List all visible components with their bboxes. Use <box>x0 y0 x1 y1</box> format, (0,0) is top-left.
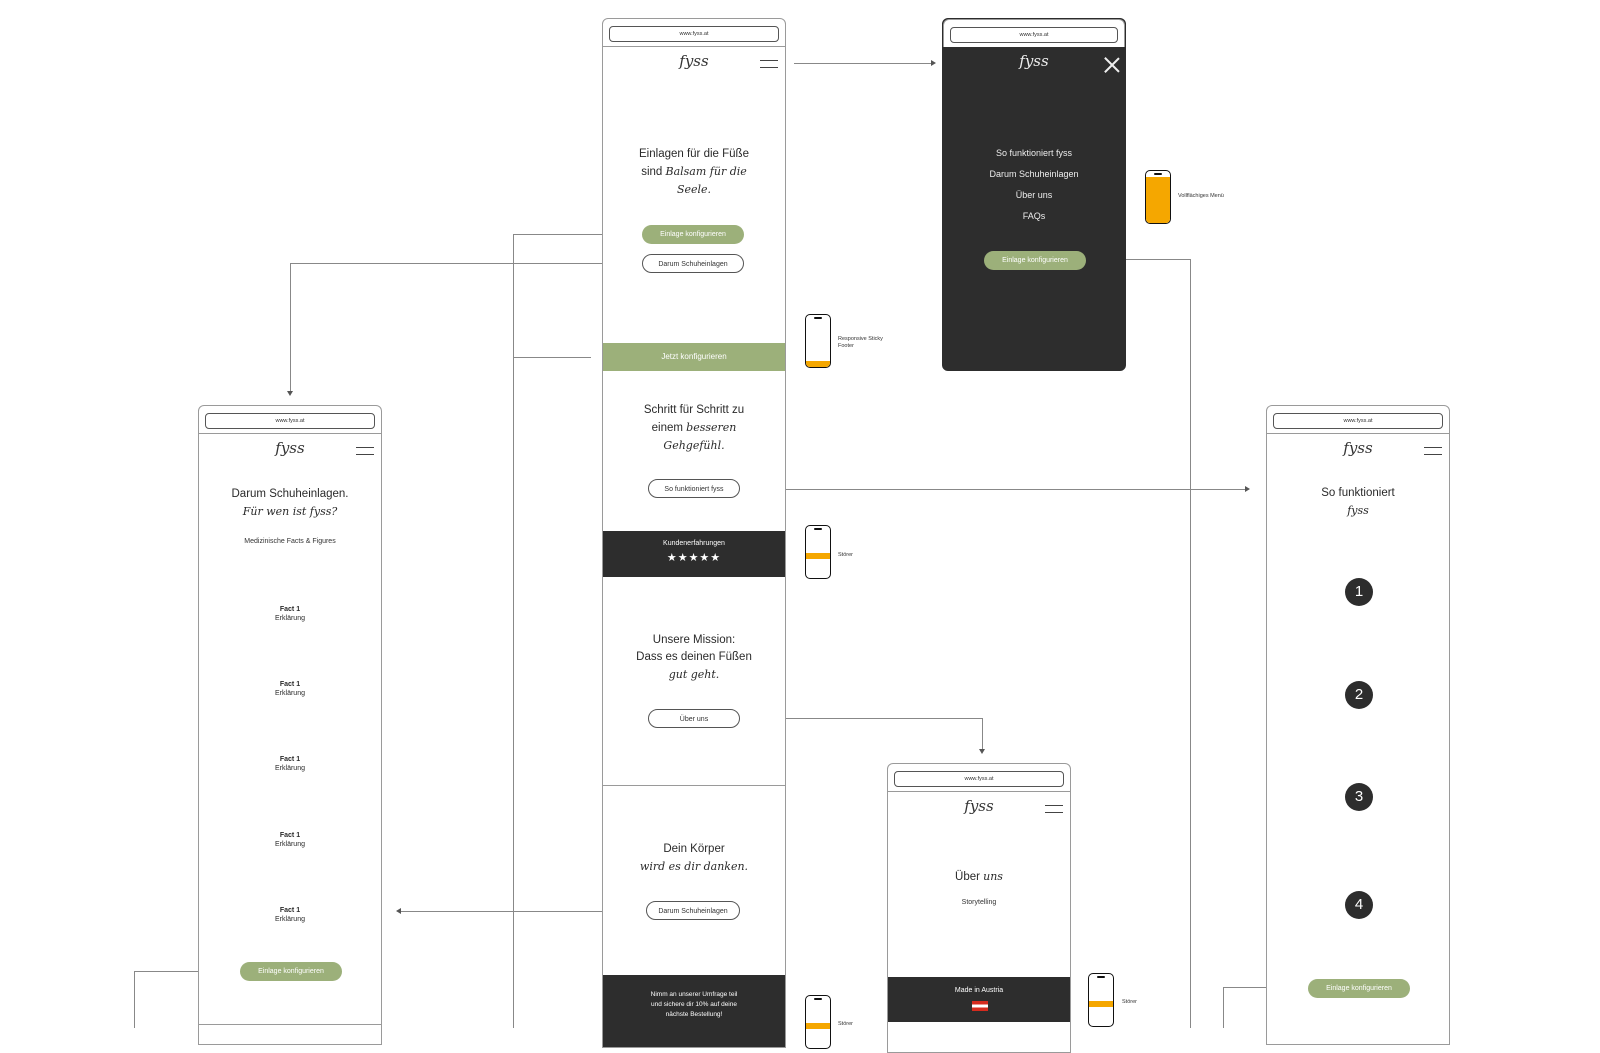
step-3-badge: 3 <box>1345 783 1373 811</box>
about-us-button[interactable]: Über uns <box>648 709 740 728</box>
hamburger-menu-icon[interactable] <box>356 447 374 455</box>
stoerer-phone-icon-2 <box>1088 973 1114 1027</box>
hamburger-menu-icon[interactable] <box>1045 805 1063 813</box>
steps-headline: Schritt für Schritt zu einem besseren Ge… <box>643 404 745 452</box>
browser-divider <box>199 433 381 434</box>
how-it-works-button[interactable]: So funktioniert fyss <box>648 479 740 498</box>
step-1-badge: 1 <box>1345 578 1373 606</box>
page-title: So funktioniert fyss <box>1321 487 1395 517</box>
logo[interactable]: fyss <box>679 52 709 70</box>
url-bar[interactable]: www.fyss.at <box>1273 413 1443 429</box>
configure-button[interactable]: Einlage konfigurieren <box>240 962 342 981</box>
menu-note: Vollflächiges Menü <box>1178 193 1224 199</box>
section-divider <box>199 1024 381 1025</box>
how-it-works-screen: www.fyss.at fyss So funktioniert fyss 1 … <box>1266 405 1450 1045</box>
menu-item-about[interactable]: Über uns <box>1015 190 1053 200</box>
survey-banner[interactable]: Nimm an unserer Umfrage teil und sichere… <box>603 975 785 1047</box>
why-insoles-button-2[interactable]: Darum Schuheinlagen <box>646 901 740 920</box>
browser-divider <box>1267 433 1449 434</box>
browser-divider <box>888 791 1070 792</box>
browser-divider <box>603 46 785 47</box>
austria-flag-icon <box>972 1001 988 1011</box>
menu-item-how[interactable]: So funktioniert fyss <box>995 148 1073 158</box>
body-headline: Dein Körper wird es dir danken. <box>639 843 749 873</box>
logo[interactable]: fyss <box>1019 52 1049 70</box>
logo[interactable]: fyss <box>1343 439 1373 457</box>
section-divider <box>603 785 785 786</box>
logo[interactable]: fyss <box>964 797 994 815</box>
url-bar[interactable]: www.fyss.at <box>894 771 1064 787</box>
made-in-austria-banner: Made in Austria <box>888 977 1070 1022</box>
configure-button[interactable]: Einlage konfigurieren <box>642 225 744 244</box>
page-title: Über uns <box>955 870 1003 883</box>
stoerer-note-3: Störer <box>838 1021 853 1027</box>
stoerer-note: Störer <box>838 552 853 558</box>
stoerer-phone-icon <box>805 525 831 579</box>
stoerer-phone-icon-3 <box>805 995 831 1049</box>
step-4-badge: 4 <box>1345 891 1373 919</box>
reviews-banner: Kundenerfahrungen ★★★★★ <box>603 531 785 577</box>
page-title: Darum Schuheinlagen. Für wen ist fyss? <box>231 488 349 518</box>
configure-button[interactable]: Einlage konfigurieren <box>984 251 1086 270</box>
reviews-title: Kundenerfahrungen <box>663 540 725 547</box>
hero-headline: Einlagen für die Füße sind Balsam für di… <box>639 148 749 196</box>
logo[interactable]: fyss <box>275 439 305 457</box>
why-insoles-screen: www.fyss.at fyss Darum Schuheinlagen. Fü… <box>198 405 382 1045</box>
menu-phone-icon <box>1145 170 1171 224</box>
page-subtitle: Medizinische Facts & Figures <box>244 538 336 545</box>
sticky-footer-note: Responsive Sticky Footer <box>838 336 883 349</box>
why-insoles-button[interactable]: Darum Schuheinlagen <box>642 254 744 273</box>
page-subtitle: Storytelling <box>961 899 997 906</box>
hamburger-menu-icon[interactable] <box>760 60 778 68</box>
rating-stars-icon: ★★★★★ <box>666 552 722 564</box>
step-2-badge: 2 <box>1345 681 1373 709</box>
sticky-footer[interactable]: Jetzt konfigurieren <box>603 343 785 371</box>
home-screen: www.fyss.at fyss Einlagen für die Füße s… <box>602 18 786 1048</box>
menu-screen: www.fyss.at fyss So funktioniert fyss Da… <box>942 18 1126 371</box>
sticky-footer-phone-icon <box>805 314 831 368</box>
url-bar[interactable]: www.fyss.at <box>950 27 1118 43</box>
about-us-screen: www.fyss.at fyss Über uns Storytelling M… <box>887 763 1071 1053</box>
menu-browser-bar: www.fyss.at <box>943 19 1125 47</box>
url-bar[interactable]: www.fyss.at <box>609 26 779 42</box>
url-bar[interactable]: www.fyss.at <box>205 413 375 429</box>
hamburger-menu-icon[interactable] <box>1424 447 1442 455</box>
stoerer-note-2: Störer <box>1122 999 1137 1005</box>
configure-button[interactable]: Einlage konfigurieren <box>1308 979 1410 998</box>
mission-headline: Unsere Mission: Dass es deinen Füßen gut… <box>636 634 752 681</box>
menu-item-why[interactable]: Darum Schuheinlagen <box>989 169 1079 179</box>
close-icon[interactable] <box>1104 57 1120 73</box>
menu-item-faqs[interactable]: FAQs <box>1022 211 1046 221</box>
